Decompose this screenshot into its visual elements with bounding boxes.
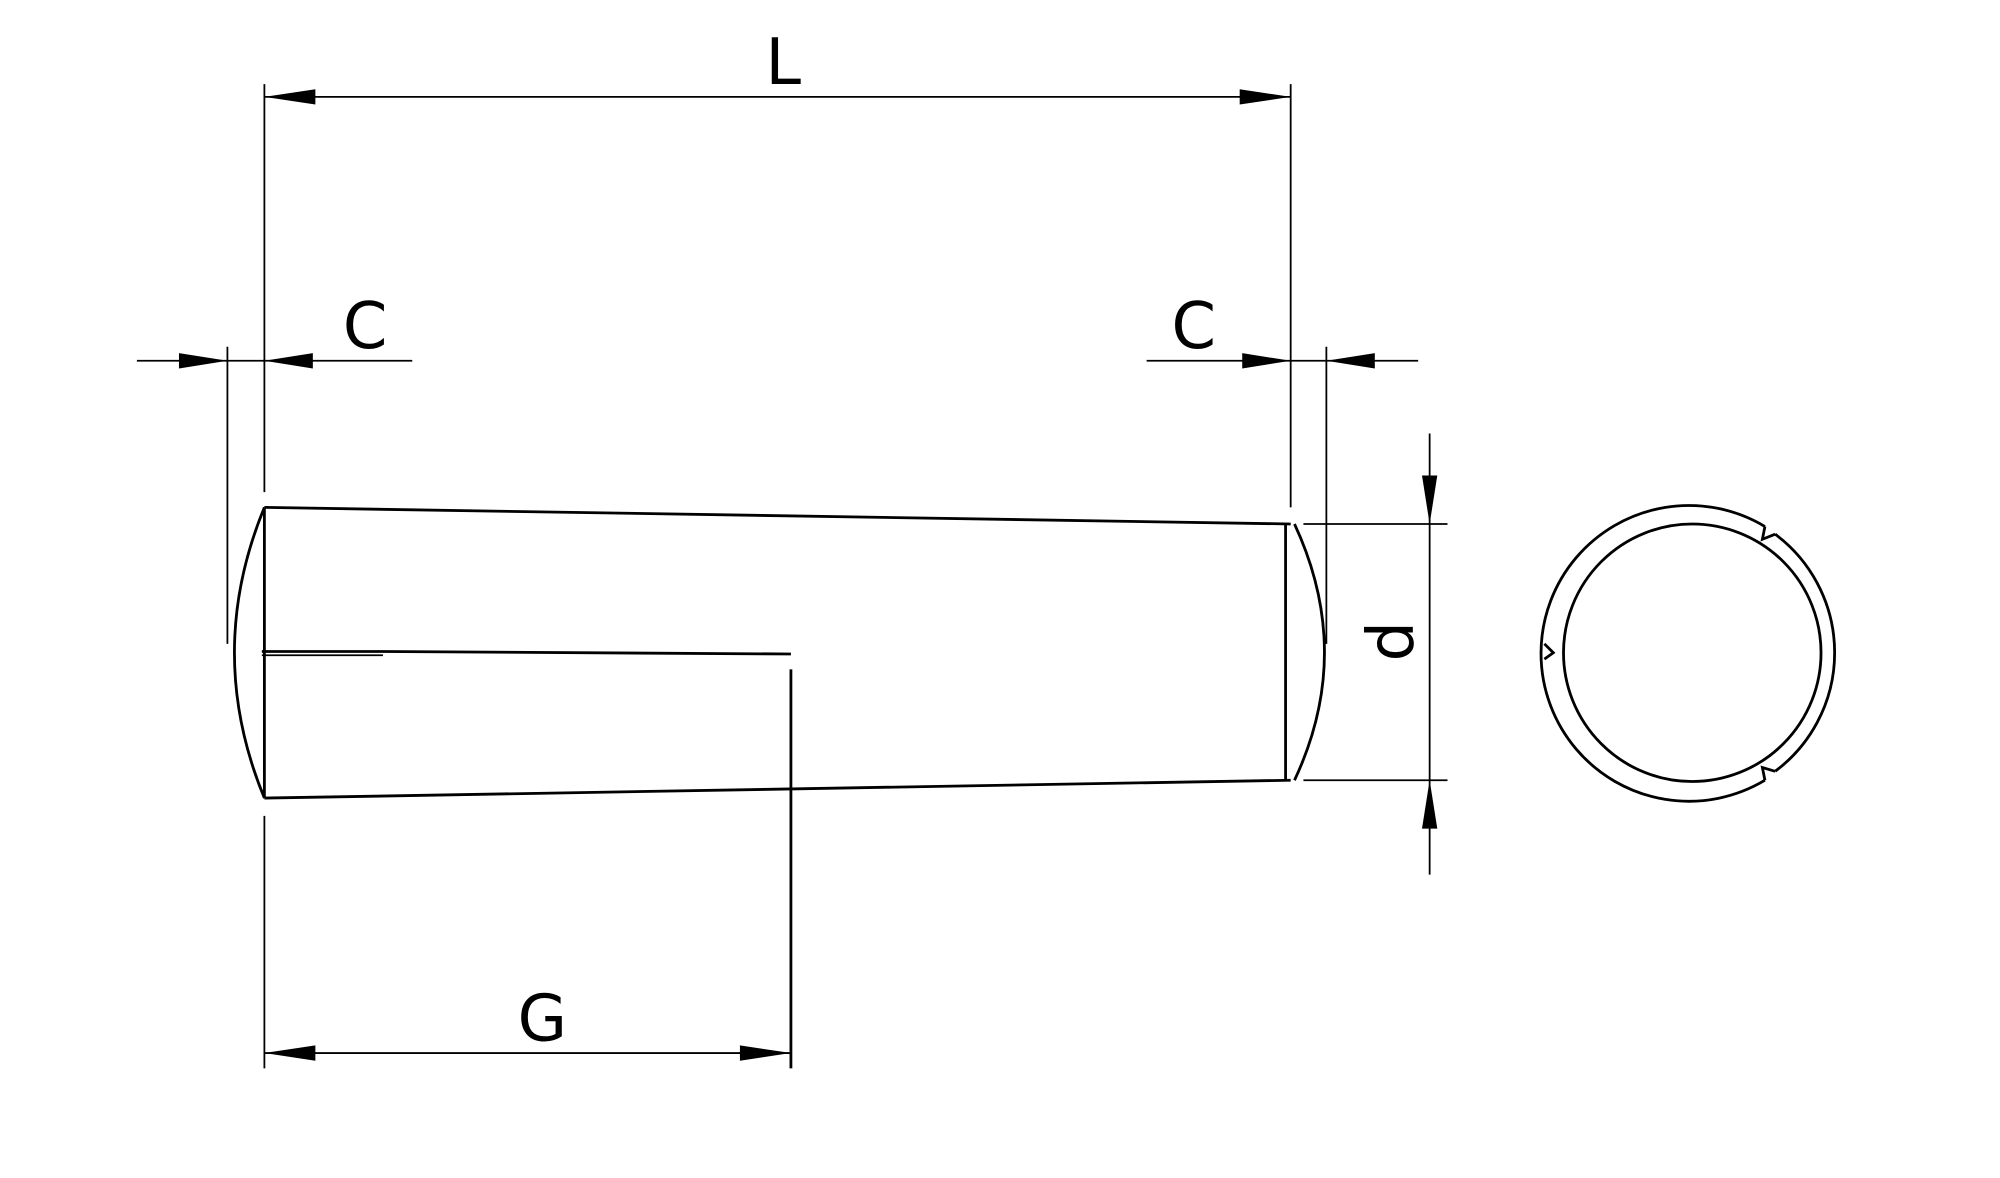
label-L: L [766, 26, 802, 100]
dimension-G: G [263, 815, 791, 1069]
label-C-right: C [1172, 290, 1217, 364]
label-G: G [518, 982, 567, 1056]
label-d: d [1355, 621, 1429, 661]
dimension-C-left: C [136, 290, 413, 644]
pin-side-view [233, 506, 1326, 1069]
pin-end-view [1539, 504, 1837, 803]
dimension-C-right: C [1146, 290, 1419, 644]
dimension-L: L [263, 26, 1292, 508]
dimension-d: d [1303, 433, 1448, 875]
label-C-left: C [343, 290, 388, 364]
